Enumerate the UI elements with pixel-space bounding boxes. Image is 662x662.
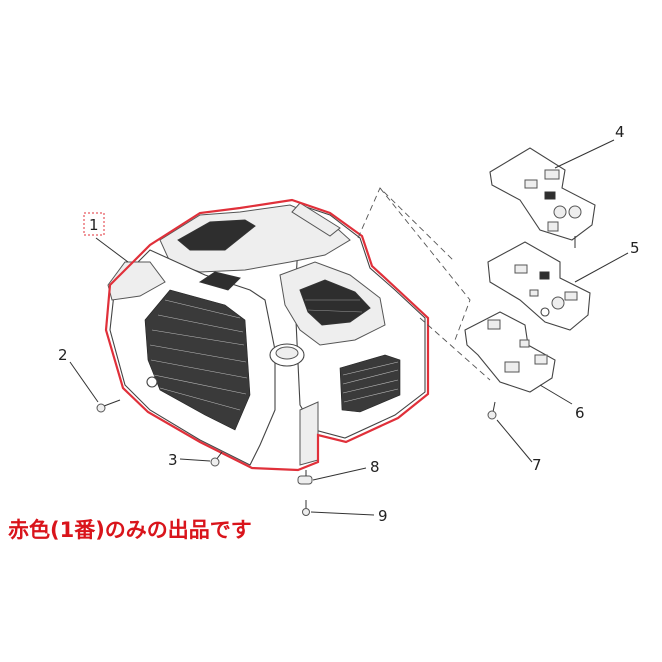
callout-4: 4: [615, 123, 625, 141]
housing-cover: [104, 198, 430, 472]
callout-1: 1: [89, 216, 99, 234]
screw-8: [297, 470, 313, 485]
control-plate-4: [489, 147, 596, 248]
bracket-6: [464, 311, 556, 393]
screw-2: [96, 399, 121, 413]
screw-7: [487, 401, 497, 420]
callout-3: 3: [168, 451, 178, 469]
screw-9: [302, 500, 310, 516]
callout-1-box: [83, 212, 105, 236]
screw-3: [210, 451, 223, 467]
leader-lines: [69, 139, 629, 516]
callout-8: 8: [370, 458, 380, 476]
callout-9: 9: [378, 507, 388, 525]
callout-labels: 1 2 3 4 5 6 7 8 9: [58, 123, 640, 525]
listing-note: 赤色(1番)のみの出品です: [8, 518, 252, 542]
circuit-board-5: [487, 241, 591, 331]
callout-5: 5: [630, 239, 640, 257]
callout-7: 7: [532, 456, 542, 474]
callout-6: 6: [575, 404, 585, 422]
callout-2: 2: [58, 346, 68, 364]
